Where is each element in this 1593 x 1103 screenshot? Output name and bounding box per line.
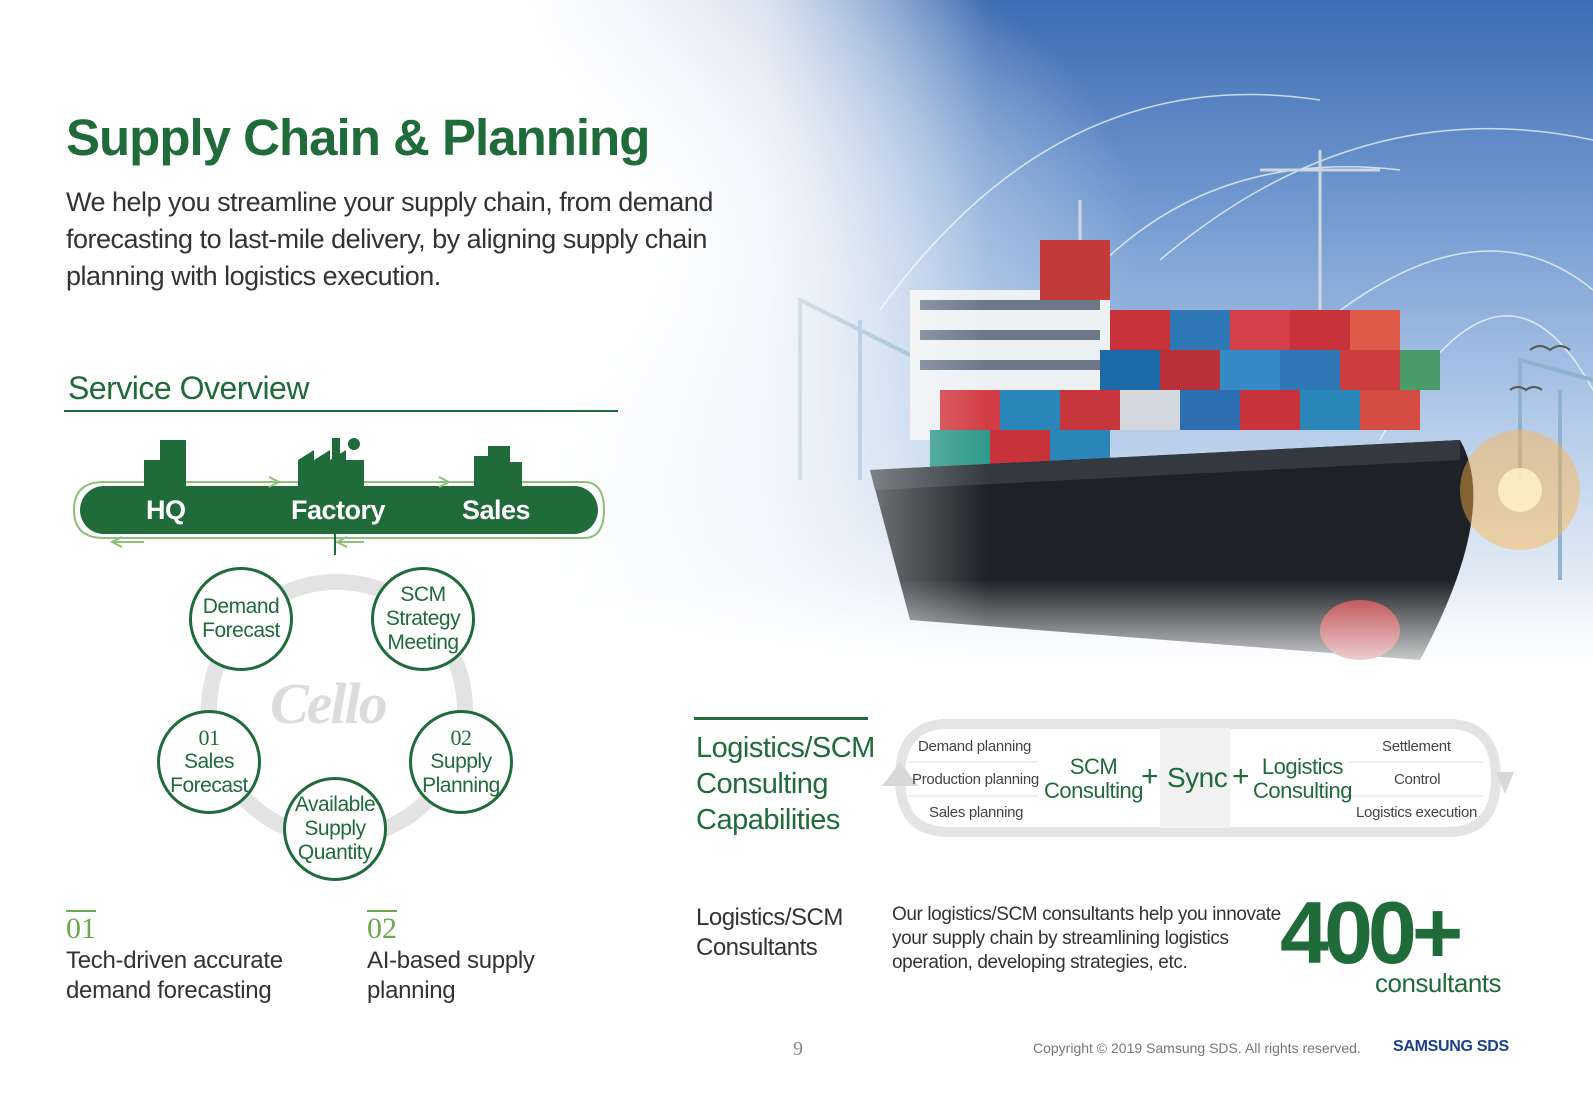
cycle-node-sales-forecast: 01 Sales Forecast bbox=[157, 710, 261, 814]
page-intro: We help you streamline your supply chain… bbox=[66, 187, 713, 291]
capabilities-title: Logistics/SCM Consulting Capabilities bbox=[696, 732, 875, 836]
logistics-consulting-label: Logistics Consulting bbox=[1253, 754, 1352, 803]
capabilities-rule bbox=[694, 717, 868, 720]
page-title: Supply Chain & Planning bbox=[66, 109, 650, 166]
service-overview-heading: Service Overview bbox=[68, 370, 309, 406]
flow-label-sales: Sales bbox=[462, 495, 531, 525]
plus-sign-right: + bbox=[1232, 760, 1250, 793]
cap-right-item-settlement: Settlement bbox=[1382, 738, 1451, 755]
cap-right-item-logistics-execution: Logistics execution bbox=[1356, 804, 1478, 821]
flow-bar bbox=[80, 486, 598, 534]
flow-label-hq: HQ bbox=[146, 495, 186, 525]
factory-icon bbox=[298, 438, 364, 486]
cello-brand-mark: Cello bbox=[270, 671, 388, 736]
page-number: 9 bbox=[793, 1038, 803, 1060]
cap-right-item-control: Control bbox=[1394, 771, 1441, 788]
cap-left-item-demand-planning: Demand planning bbox=[918, 738, 1032, 755]
cap-left-item-sales-planning: Sales planning bbox=[929, 804, 1024, 821]
cycle-node-available-supply-quantity: Available Supply Quantity bbox=[283, 777, 387, 881]
samsung-sds-logo: SAMSUNG SDS bbox=[1393, 1038, 1509, 1055]
hero-image bbox=[0, 0, 1593, 700]
section-divider bbox=[64, 410, 618, 412]
consultant-count-unit: consultants bbox=[1375, 968, 1502, 998]
consultant-count: 400+ bbox=[1280, 883, 1463, 982]
cycle-node-scm-strategy-meeting: SCM Strategy Meeting bbox=[371, 567, 475, 671]
flow-label-factory: Factory bbox=[291, 495, 386, 525]
hq-building-icon bbox=[144, 440, 186, 486]
feature-text-01: Tech-driven accurate demand forecasting bbox=[66, 947, 283, 1004]
cap-left-item-production-planning: Production planning bbox=[912, 771, 1039, 788]
sales-building-icon bbox=[474, 446, 522, 486]
feature-number-02: 02 bbox=[367, 910, 397, 945]
capabilities-loop-diagram bbox=[882, 719, 1514, 837]
plus-sign-left: + bbox=[1141, 760, 1159, 793]
sync-label: Sync bbox=[1167, 762, 1228, 793]
consultants-title: Logistics/SCM Consultants bbox=[696, 904, 843, 961]
consultants-description: Our logistics/SCM consultants help you i… bbox=[892, 904, 1281, 973]
feature-text-02: AI-based supply planning bbox=[367, 947, 535, 1004]
copyright-text: Copyright © 2019 Samsung SDS. All rights… bbox=[1033, 1040, 1361, 1056]
hq-factory-sales-flow bbox=[72, 438, 606, 555]
feature-number-01: 01 bbox=[66, 910, 96, 945]
cycle-node-supply-planning: 02 Supply Planning bbox=[409, 710, 513, 814]
cycle-node-demand-forecast: Demand Forecast bbox=[189, 567, 293, 671]
scm-consulting-label: SCM Consulting bbox=[1044, 754, 1143, 803]
